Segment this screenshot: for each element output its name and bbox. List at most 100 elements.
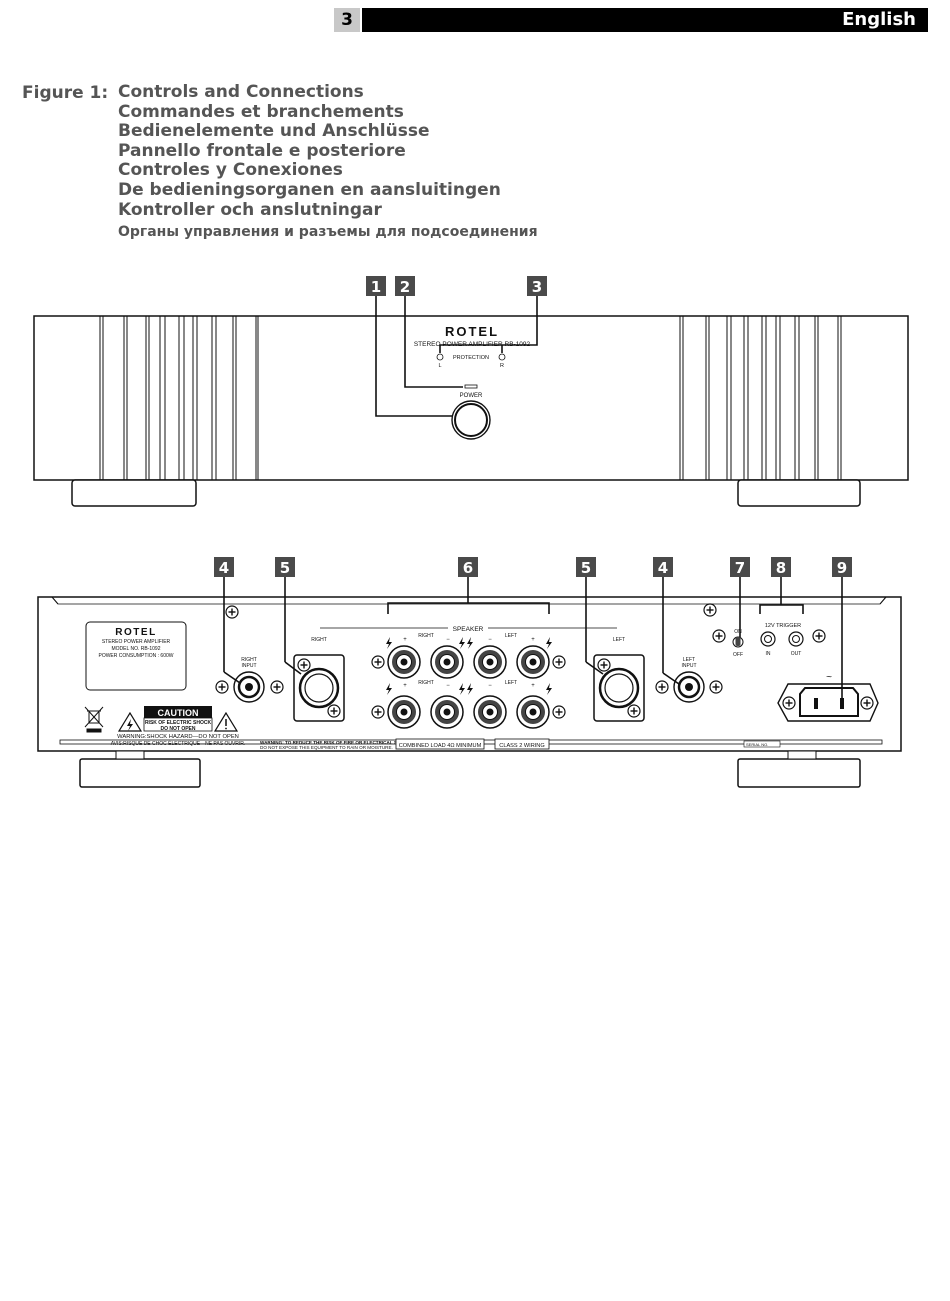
svg-text:−: −: [488, 683, 492, 689]
svg-text:RIGHT: RIGHT: [418, 680, 434, 686]
svg-text:5: 5: [581, 559, 591, 577]
class2-wiring-label: CLASS 2 WIRING: [499, 743, 544, 749]
protection-label: PROTECTION: [453, 355, 489, 361]
svg-text:9: 9: [837, 559, 847, 577]
speaker-post-left-minus-a[interactable]: [473, 645, 507, 679]
warning-text-line1: WARNING: TO REDUCE THE RISK OF FIRE OR E…: [260, 740, 412, 745]
svg-text:RIGHT: RIGHT: [418, 633, 434, 639]
right-input-rca-jack[interactable]: [232, 670, 266, 704]
header-bar: English: [362, 8, 928, 32]
svg-text:2: 2: [400, 278, 410, 296]
svg-text:RISK OF ELECTRIC SHOCK: RISK OF ELECTRIC SHOCK: [145, 720, 212, 726]
speaker-post-right-plus-b[interactable]: [387, 695, 421, 729]
svg-text:LEFT: LEFT: [505, 680, 517, 686]
language-label: English: [842, 9, 916, 30]
left-balanced-xlr-input[interactable]: [594, 655, 644, 721]
figure-label: Figure 1:: [22, 83, 109, 103]
figure-title-sv: Kontroller och anslutningar: [118, 199, 382, 220]
shock-hazard-icon: [117, 711, 143, 732]
trigger-mode-switch[interactable]: [732, 636, 744, 648]
power-led: [464, 384, 478, 389]
figure-titles: Controls and Connections Commandes et br…: [118, 82, 538, 243]
callout-badge-2: 2: [395, 276, 415, 296]
svg-text:7: 7: [735, 559, 745, 577]
panel-screw: [703, 603, 717, 617]
front-foot-left: [71, 479, 197, 507]
protection-led-right: [498, 353, 506, 361]
svg-text:+: +: [531, 637, 535, 643]
svg-text:−: −: [446, 683, 450, 689]
callout-badge-7: 7: [730, 557, 750, 577]
trigger-in-label: IN: [766, 651, 771, 657]
speaker-post-right-minus-b[interactable]: [430, 695, 464, 729]
speaker-post-right-plus-a[interactable]: [387, 645, 421, 679]
speaker-post-left-plus-a[interactable]: [516, 645, 550, 679]
callout-badge-4b: 4: [653, 557, 673, 577]
svg-text:6: 6: [463, 559, 473, 577]
svg-text:1: 1: [371, 278, 381, 296]
trigger-out-jack[interactable]: [788, 631, 804, 647]
svg-text:4: 4: [658, 559, 668, 577]
rear-foot-left: [79, 758, 201, 788]
warning-text-line2: DO NOT EXPOSE THIS EQUIPMENT TO RAIN OR …: [260, 745, 393, 750]
trigger-label: 12V TRIGGER: [765, 623, 801, 629]
power-label: POWER: [460, 393, 483, 399]
switch-on-label: ON: [734, 629, 742, 635]
callout-badge-8: 8: [771, 557, 791, 577]
left-xlr-label: LEFT: [613, 637, 625, 643]
svg-text:WARNING:SHOCK HAZARD—DO NOT OP: WARNING:SHOCK HAZARD—DO NOT OPEN: [117, 734, 239, 740]
svg-text:5: 5: [280, 559, 290, 577]
figure-title-it: Pannello frontale e posteriore: [118, 140, 406, 161]
leader-line-1: [375, 296, 452, 417]
svg-text:+: +: [531, 683, 535, 689]
right-xlr-label: RIGHT: [311, 637, 327, 643]
svg-text:AVIS:RISQUE DE CHOC ÉLECTRIQUE: AVIS:RISQUE DE CHOC ÉLECTRIQUE—NE PAS OU…: [111, 740, 246, 747]
front-brand: ROTEL: [445, 324, 499, 339]
serial-number-label: SERIAL NO.: [746, 742, 768, 747]
speaker-label: SPEAKER: [453, 626, 484, 633]
svg-text:−: −: [446, 637, 450, 643]
figure-title-es: Controles y Conexiones: [118, 160, 343, 181]
svg-text:POWER CONSUMPTION : 600W: POWER CONSUMPTION : 600W: [98, 653, 173, 659]
front-foot-right: [737, 479, 861, 507]
page-number: 3: [334, 8, 360, 32]
rating-label-plate: ROTEL STEREO POWER AMPLIFIER MODEL NO. R…: [85, 621, 187, 691]
callout-badge-3: 3: [527, 276, 547, 296]
svg-text:LEFT: LEFT: [505, 633, 517, 639]
figure-title-ru: Органы управления и разъемы для подсоеди…: [118, 224, 538, 241]
speaker-post-left-plus-b[interactable]: [516, 695, 550, 729]
front-panel: ROTEL STEREO POWER AMPLIFIER RB-1092 PRO…: [33, 276, 909, 507]
leader-line-3: [439, 296, 538, 353]
figure-title-nl: De bedieningsorganen en aansluitingen: [118, 179, 501, 200]
speaker-post-left-minus-b[interactable]: [473, 695, 507, 729]
callout-badge-5: 5: [275, 557, 295, 577]
led-left-label: L: [438, 363, 441, 369]
svg-text:MODEL NO. RB-1092: MODEL NO. RB-1092: [112, 646, 161, 652]
panel-screw: [225, 605, 239, 619]
ac-power-inlet[interactable]: [777, 683, 879, 722]
svg-text:3: 3: [532, 278, 542, 296]
switch-off-label: OFF: [733, 652, 743, 658]
callout-badge-4: 4: [214, 557, 234, 577]
left-input-rca-jack[interactable]: [672, 670, 706, 704]
svg-text:4: 4: [219, 559, 229, 577]
callout-badge-5b: 5: [576, 557, 596, 577]
callout-badge-6: 6: [458, 557, 478, 577]
right-balanced-xlr-input[interactable]: [294, 655, 344, 721]
protection-led-left: [436, 353, 444, 361]
ac-symbol: ~: [826, 672, 832, 683]
figure-title-fr: Commandes et branchements: [118, 101, 404, 122]
weee-bin-icon: [84, 706, 104, 733]
svg-text:+: +: [403, 637, 407, 643]
rear-panel: ROTEL STEREO POWER AMPLIFIER MODEL NO. R…: [37, 557, 902, 788]
trigger-in-jack[interactable]: [760, 631, 776, 647]
led-right-label: R: [500, 363, 504, 369]
svg-text:DO NOT OPEN: DO NOT OPEN: [160, 726, 195, 732]
trigger-out-label: OUT: [791, 651, 802, 657]
speaker-post-right-minus-a[interactable]: [430, 645, 464, 679]
leader-line-2: [404, 296, 463, 388]
power-button[interactable]: [451, 400, 491, 440]
